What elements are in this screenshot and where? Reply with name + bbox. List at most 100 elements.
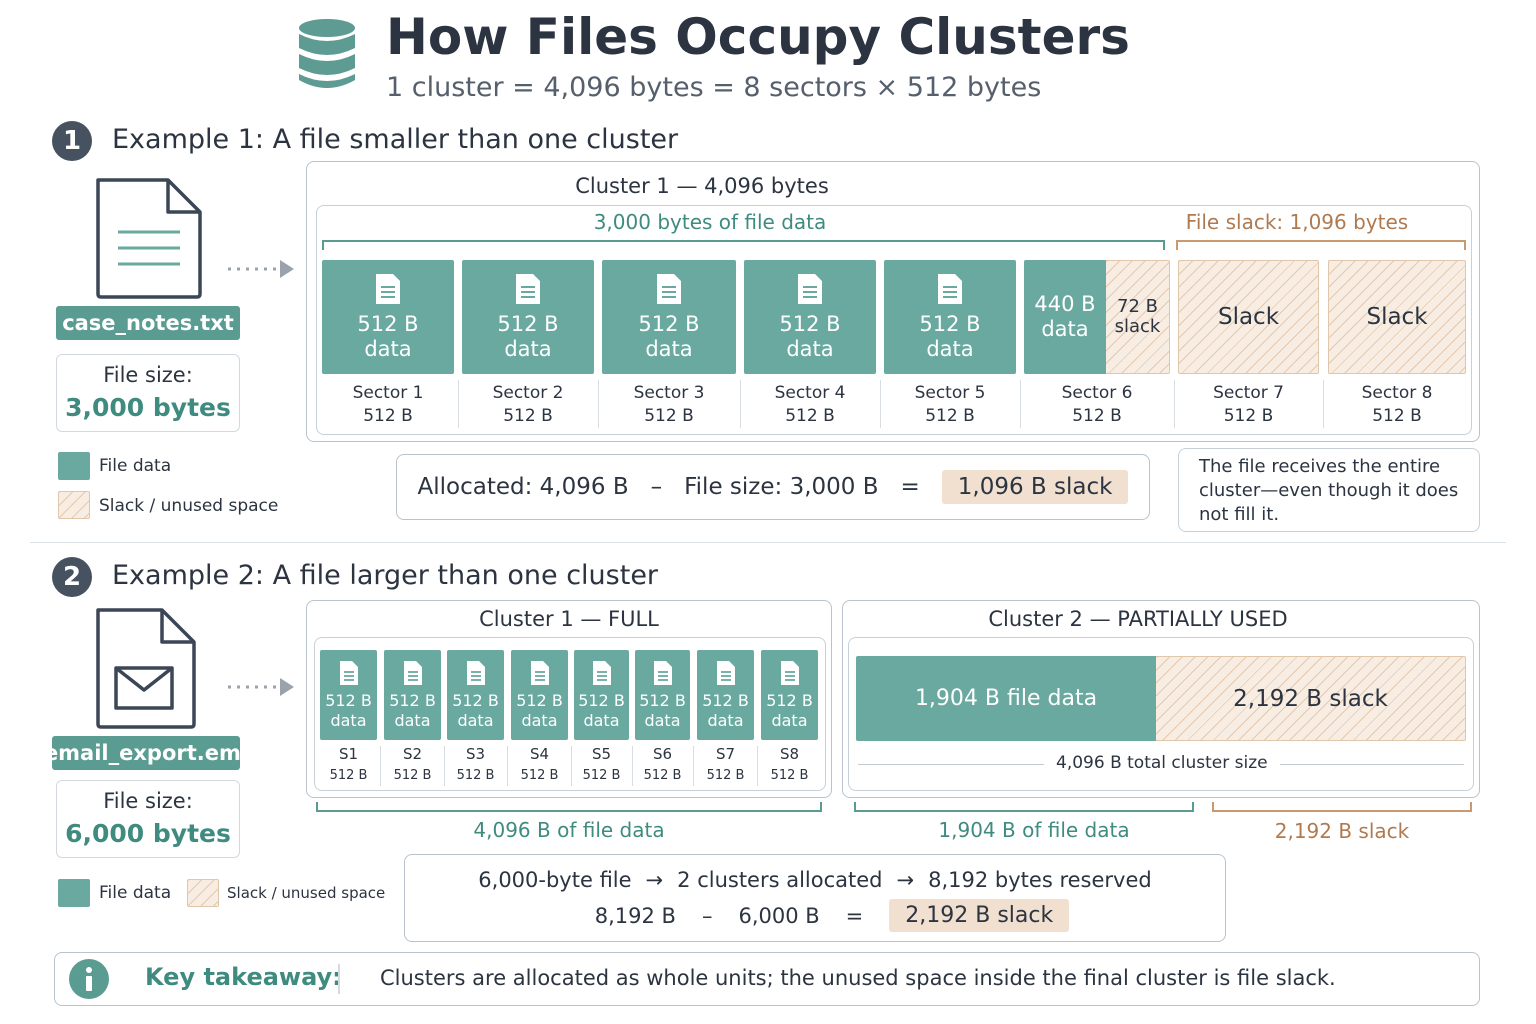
sector-name: Sector 3 xyxy=(633,383,705,403)
calc2-arrow: → xyxy=(896,868,915,892)
cluster2-data-bar: 1,904 B file data xyxy=(856,656,1156,741)
compact-sector-block: 512 B data xyxy=(384,650,441,740)
sector-name: S2 xyxy=(402,745,423,763)
sector8-slack-block: Slack xyxy=(1328,260,1466,374)
slack-brace xyxy=(1176,240,1466,250)
sector-data-size: 512 B xyxy=(325,691,372,710)
sector-size: 512 B xyxy=(503,406,553,426)
divider xyxy=(571,746,572,786)
sector-block: 512 B data xyxy=(602,260,736,374)
divider xyxy=(598,380,599,428)
legend-slack-label: Slack / unused space xyxy=(227,884,386,902)
sector-name: S1 xyxy=(338,745,359,763)
divider xyxy=(444,746,445,786)
sector-name: S6 xyxy=(652,745,673,763)
compact-sector-block: 512 B data xyxy=(511,650,568,740)
document-icon xyxy=(592,661,611,685)
sector-data-size: 512 B xyxy=(919,312,981,336)
sector-data-size: 512 B xyxy=(357,312,419,336)
slack-label: Slack xyxy=(1366,304,1428,330)
calc2-file-bytes: 6,000 B xyxy=(738,903,820,928)
sector6-slack-size: 72 B xyxy=(1117,296,1158,317)
sector6-data-size: 440 B xyxy=(1034,292,1096,316)
takeaway-text: Clusters are allocated as whole units; t… xyxy=(380,966,1336,990)
takeaway-label: Key takeaway: xyxy=(145,963,342,991)
sector-data-size: 512 B xyxy=(516,691,563,710)
sector-data-size: 512 B xyxy=(702,691,749,710)
cluster2-slack-label: 2,192 B slack xyxy=(1233,685,1388,712)
calc-file-size: File size: 3,000 B xyxy=(684,474,879,500)
sector-data-label: data xyxy=(330,711,367,730)
sector-size: 512 B xyxy=(1372,406,1422,426)
sector-block: 512 B data xyxy=(462,260,594,374)
sector-size: 512 B xyxy=(582,768,621,783)
file-name-label: email_export.eml xyxy=(44,736,248,770)
divider xyxy=(1174,380,1175,428)
sector6-data-label: data xyxy=(1041,317,1089,341)
sector-label: S6 512 B xyxy=(635,744,690,786)
sector7-slack-block: Slack xyxy=(1178,260,1319,374)
sector-size: 512 B xyxy=(329,768,368,783)
sector-data-label: data xyxy=(645,337,693,361)
calc2-file: 6,000-byte file xyxy=(478,868,632,892)
divider xyxy=(693,746,694,786)
compact-sector-block: 512 B data xyxy=(320,650,377,740)
sector-name: Sector 1 xyxy=(352,383,424,403)
example1-title: Example 1: A file smaller than one clust… xyxy=(112,124,679,155)
calc2-card: 6,000-byte file → 2 clusters allocated →… xyxy=(404,854,1226,942)
sector-data-size: 512 B xyxy=(766,691,813,710)
divider xyxy=(740,380,741,428)
file-size-card: File size: 3,000 bytes xyxy=(56,354,240,432)
cluster2-data-brace-label: 1,904 B of file data xyxy=(938,818,1130,842)
sector-label: Sector 3 512 B xyxy=(602,382,736,428)
legend-data-label: File data xyxy=(99,883,172,903)
divider xyxy=(1323,380,1324,428)
page-subtitle: 1 cluster = 4,096 bytes = 8 sectors × 51… xyxy=(386,72,1042,103)
document-icon xyxy=(339,661,358,685)
calc2-line2: 8,192 B – 6,000 B = 2,192 B slack xyxy=(405,899,1225,932)
sector-name: S3 xyxy=(465,745,486,763)
sector-name: Sector 2 xyxy=(492,383,564,403)
divider xyxy=(507,746,508,786)
sector-name: Sector 6 xyxy=(1061,383,1133,403)
cluster2-data-label: 1,904 B file data xyxy=(914,686,1098,711)
cluster1-brace-label: 4,096 B of file data xyxy=(473,818,665,842)
sector-size: 512 B xyxy=(785,406,835,426)
document-icon xyxy=(403,661,422,685)
sector-data-label: data xyxy=(394,711,431,730)
sector-data-label: data xyxy=(457,711,494,730)
sector-name: S8 xyxy=(779,745,800,763)
cluster2-slack-brace xyxy=(1212,802,1472,812)
envelope-file-icon xyxy=(94,606,198,730)
calc2-reserved: 8,192 bytes reserved xyxy=(928,868,1152,892)
document-icon xyxy=(938,274,962,304)
sector-size: 512 B xyxy=(644,406,694,426)
calc-equals: = xyxy=(900,474,920,500)
sector-size: 512 B xyxy=(643,768,682,783)
document-icon xyxy=(657,274,681,304)
note-text: The file receives the entire cluster—eve… xyxy=(1199,456,1459,525)
example2-title: Example 2: A file larger than one cluste… xyxy=(112,560,659,591)
divider xyxy=(757,746,758,786)
sector-name: Sector 7 xyxy=(1213,383,1284,403)
compact-sector-block: 512 B data xyxy=(697,650,754,740)
arrow-icon xyxy=(226,676,296,698)
cluster1-brace xyxy=(316,802,822,812)
legend-slack-swatch xyxy=(187,879,219,907)
legend-data-label: File data xyxy=(99,456,172,476)
sector-block: 512 B data xyxy=(322,260,454,374)
sector-data-size: 512 B xyxy=(452,691,499,710)
slack-label: Slack xyxy=(1217,304,1280,330)
sector-data-label: data xyxy=(521,711,558,730)
document-icon xyxy=(653,661,672,685)
file-size-value: 3,000 bytes xyxy=(65,393,231,422)
note-card: The file receives the entire cluster—eve… xyxy=(1178,448,1480,532)
